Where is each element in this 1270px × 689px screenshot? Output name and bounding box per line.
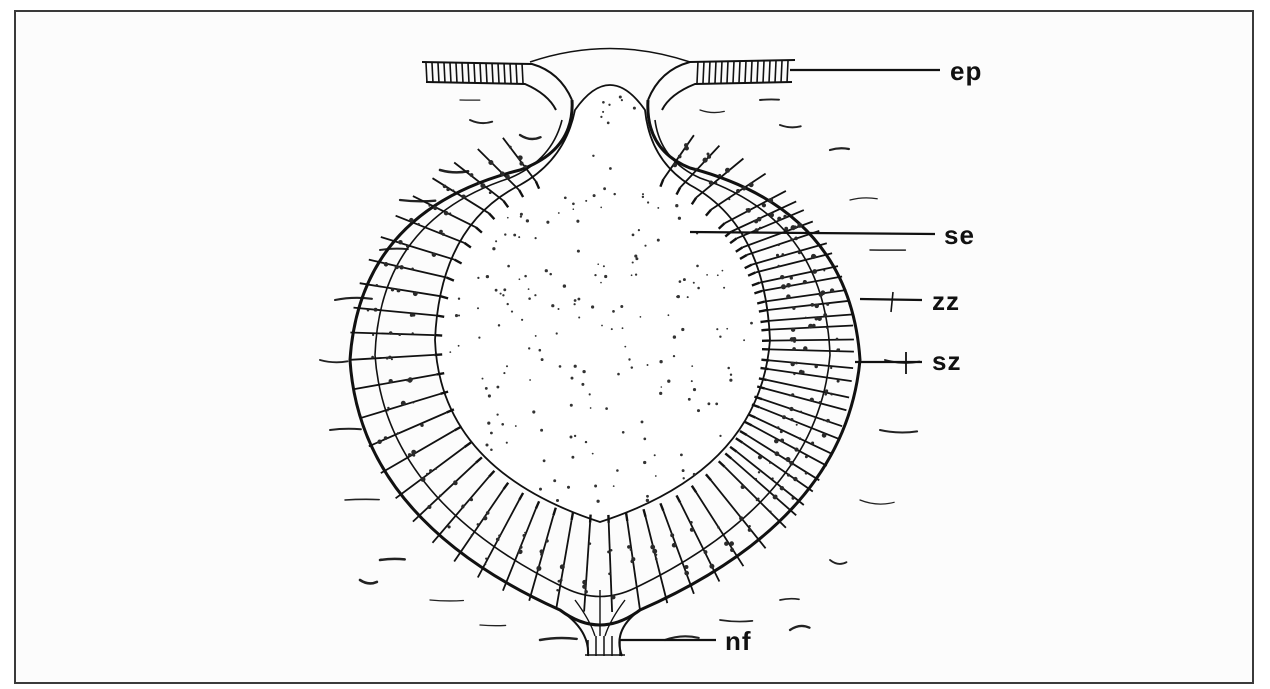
label-sz: sz [932,348,961,374]
nerve-fiber-neck [560,590,640,656]
epidermis-hatching [426,61,788,83]
secretion-lumen [435,85,770,522]
label-ep: ep [950,58,982,84]
label-zz: zz [932,288,960,314]
label-nf: nf [725,628,752,654]
leader-line-zz [860,299,922,300]
label-se: se [944,222,975,248]
leader-line-zz-tick [891,292,893,312]
